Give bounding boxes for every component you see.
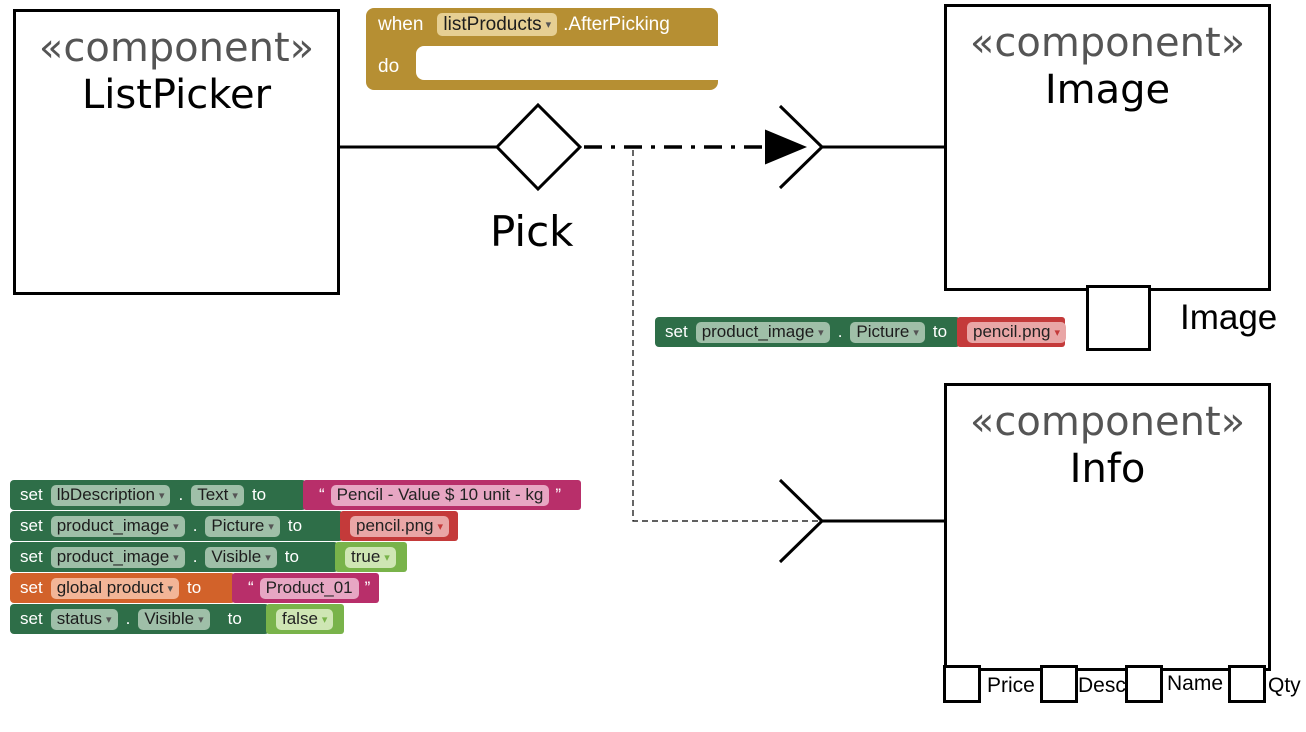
aggregation-diamond [494, 102, 583, 192]
chevron-down-icon: ▾ [232, 489, 238, 502]
setter-block-product-image-picture[interactable]: set product_image▾ . Picture▾ to [10, 511, 343, 541]
logic-value-block[interactable]: true▾ [335, 542, 407, 572]
component-image: «component» Image [944, 4, 1271, 291]
value-dropdown[interactable]: false▾ [276, 608, 334, 630]
component-name: ListPicker [81, 72, 272, 118]
property-dropdown[interactable]: Text▾ [191, 484, 244, 506]
component-name: Info [1069, 446, 1146, 492]
chevron-down-icon: ▾ [384, 551, 390, 564]
component-dropdown[interactable]: lbDescription▾ [50, 484, 171, 506]
text-value-block[interactable]: “ Product_01 ” [232, 573, 379, 603]
stereotype-label: «component» [969, 399, 1246, 445]
setter-block-lbdescription-text[interactable]: set lbDescription▾ . Text▾ to [10, 480, 306, 510]
port-qty [1228, 665, 1266, 703]
component-dropdown[interactable]: product_image▾ [50, 546, 185, 568]
value-dropdown[interactable]: pencil.png▾ [350, 515, 450, 537]
event-block-afterpicking[interactable]: when listProducts▾ .AfterPicking do [366, 8, 718, 90]
stereotype-label: «component» [969, 20, 1246, 66]
chevron-down-icon: ▾ [437, 520, 444, 533]
dot-separator: . [837, 322, 843, 341]
port-label-desc: Desc [1078, 674, 1126, 697]
event-name: .AfterPicking [563, 13, 670, 35]
to-keyword: to [287, 516, 303, 535]
quote-close: ” [555, 485, 561, 504]
to-keyword: to [284, 547, 299, 566]
component-dropdown[interactable]: listProducts▾ [437, 13, 558, 36]
stereotype-label: «component» [38, 25, 315, 71]
quote-close: ” [364, 578, 371, 597]
to-keyword: to [932, 322, 948, 341]
to-keyword: to [227, 609, 242, 628]
port-desc [1040, 665, 1078, 703]
chevron-down-icon: ▾ [321, 613, 328, 626]
setter-block-product-image-visible[interactable]: set product_image▾ . Visible▾ to [10, 542, 338, 572]
do-keyword: do [378, 56, 400, 77]
chevron-down-icon: ▾ [818, 326, 824, 339]
text-value[interactable]: Pencil - Value $ 10 unit - kg [330, 484, 550, 506]
chevron-down-icon: ▾ [198, 613, 204, 626]
dot-separator: . [178, 485, 184, 504]
setter-block-global-product[interactable]: set global product▾ to [10, 573, 235, 603]
chevron-down-icon: ▾ [158, 489, 165, 502]
setter-block-status-visible[interactable]: set status▾ . Visible▾ to [10, 604, 269, 634]
set-keyword: set [20, 485, 43, 504]
property-dropdown[interactable]: Visible▾ [205, 546, 277, 568]
component-name: Image [1044, 67, 1171, 113]
component-info: «component» Info [944, 383, 1271, 671]
logic-value-block[interactable]: false▾ [266, 604, 344, 634]
quote-open: “ [248, 578, 254, 597]
image-value-block[interactable]: pencil.png▾ [340, 511, 458, 541]
port-image [1086, 285, 1151, 351]
setter-block-image-picture[interactable]: set product_image▾ . Picture▾ to [655, 317, 960, 347]
text-value[interactable]: Product_01 [259, 577, 359, 599]
chevron-down-icon: ▾ [268, 520, 274, 533]
do-slot [416, 46, 718, 80]
port-label-qty: Qty [1268, 674, 1301, 697]
port-label-name: Name [1167, 672, 1224, 695]
dot-separator: . [192, 516, 198, 535]
dependency-dashed-line [632, 150, 818, 522]
value-block-image[interactable]: pencil.png▾ [957, 317, 1067, 347]
value-dropdown[interactable]: true▾ [345, 546, 396, 568]
chevron-down-icon: ▾ [173, 520, 179, 533]
dot-separator: . [125, 609, 131, 628]
property-dropdown[interactable]: Picture▾ [205, 515, 280, 537]
port-label-image: Image [1180, 298, 1278, 337]
chevron-down-icon: ▾ [106, 613, 112, 626]
when-keyword: when [378, 13, 424, 35]
to-keyword: to [187, 578, 202, 597]
quote-open: “ [319, 485, 325, 504]
set-keyword: set [20, 547, 43, 566]
component-dropdown[interactable]: product_image▾ [50, 515, 185, 537]
to-keyword: to [251, 485, 267, 504]
chevron-down-icon: ▾ [167, 582, 174, 595]
connector-label-pick: Pick [490, 207, 574, 256]
text-value-block[interactable]: “ Pencil - Value $ 10 unit - kg ” [303, 480, 581, 510]
chevron-down-icon: ▾ [173, 551, 179, 564]
variable-dropdown[interactable]: global product▾ [50, 577, 180, 599]
chevron-down-icon: ▾ [265, 551, 271, 564]
property-dropdown[interactable]: Visible▾ [138, 608, 210, 630]
chevron-down-icon: ▾ [1054, 326, 1061, 339]
dot-separator: . [192, 547, 198, 566]
set-keyword: set [20, 609, 43, 628]
component-listpicker: «component» ListPicker [13, 9, 340, 295]
set-keyword: set [665, 322, 688, 341]
port-price [943, 665, 981, 703]
set-keyword: set [20, 516, 43, 535]
component-dropdown[interactable]: product_image▾ [695, 321, 830, 343]
set-keyword: set [20, 578, 43, 597]
port-name [1125, 665, 1163, 703]
value-dropdown[interactable]: pencil.png▾ [967, 321, 1067, 343]
port-label-price: Price [987, 674, 1035, 697]
chevron-down-icon: ▾ [913, 326, 919, 339]
chevron-down-icon: ▾ [545, 19, 552, 31]
property-dropdown[interactable]: Picture▾ [850, 321, 925, 343]
component-dropdown[interactable]: status▾ [50, 608, 118, 630]
